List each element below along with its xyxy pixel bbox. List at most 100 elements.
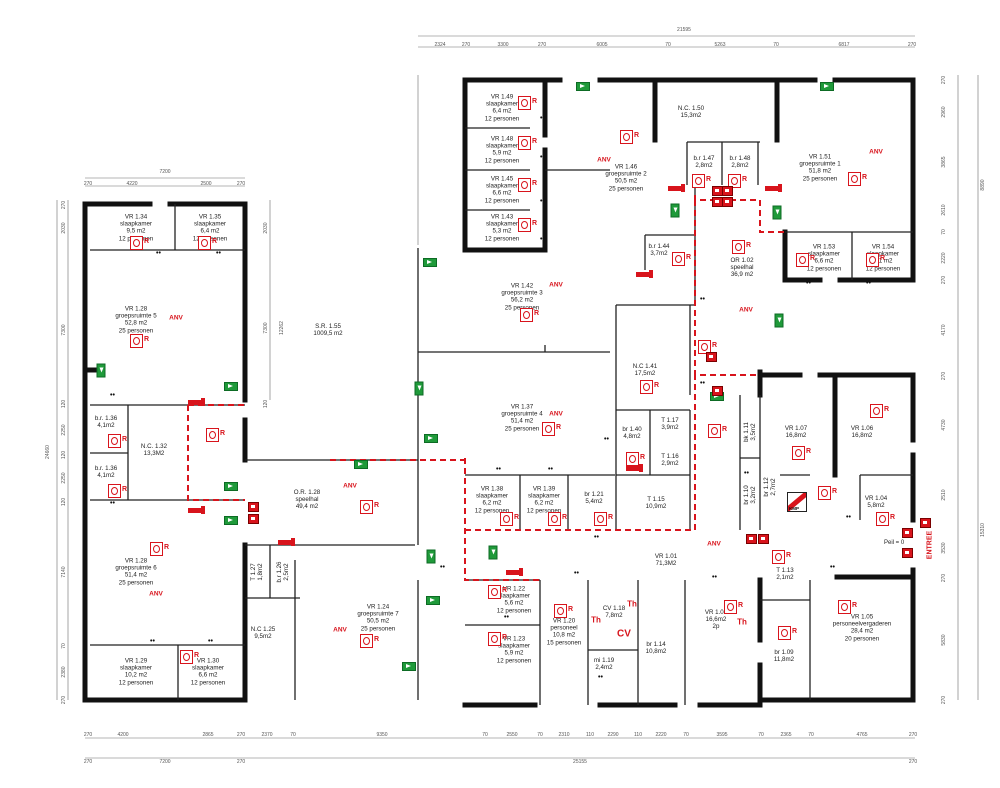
emergency-exit-sign <box>424 434 438 443</box>
smoke-detector-icon: •• <box>496 466 501 473</box>
room-code: T 1.13 <box>776 566 794 574</box>
emergency-exit-sign <box>488 545 498 560</box>
emergency-exit-sign <box>774 313 784 328</box>
room-detail: 16,6m2 <box>705 616 727 624</box>
room-detail: 51,4 m2 <box>124 572 148 579</box>
fire-hose-icon: R <box>778 626 797 640</box>
emergency-exit-sign <box>423 258 437 267</box>
room-detail: 6,4 m2 <box>200 228 220 235</box>
room-code: N.C 1.25 <box>250 625 276 633</box>
room-detail: 25 personen <box>608 185 644 193</box>
room-code: VR 1.45 <box>490 175 514 183</box>
dim-bottom-seg: 70 <box>683 732 689 738</box>
emergency-exit-sign <box>402 662 416 671</box>
room-detail: 6,4 m2 <box>492 108 512 115</box>
smoke-detector-icon: •• <box>110 500 115 507</box>
room-detail: 12 personen <box>484 197 520 205</box>
room-code: VR 1.23 <box>502 635 526 643</box>
dim-top-total: 21595 <box>677 27 691 33</box>
room-code: br 1.12 <box>762 477 770 497</box>
room-detail: groepsruimte 3 <box>501 289 543 297</box>
room-detail: 2,1m2 <box>776 574 794 581</box>
dim-right-total: 8890 <box>980 179 986 191</box>
room-code: b.r 1.26 <box>275 561 283 583</box>
smoke-detector-icon: •• <box>700 380 705 387</box>
dim-bottom-seg: 4200 <box>117 732 129 738</box>
fire-hose-icon: R <box>518 218 537 232</box>
fire-hose-icon: R <box>520 308 539 322</box>
fire-hose-icon: R <box>870 404 889 418</box>
fire-hose-icon: R <box>500 512 519 526</box>
dim-right-seg: 270 <box>941 695 947 705</box>
room-detail: 3,7m2 <box>650 250 668 257</box>
anv-marker: ANV <box>343 482 357 490</box>
room-code: T 1.27 <box>249 563 257 581</box>
room-detail: 71,3M2 <box>655 560 677 567</box>
room-code: VR 1.42 <box>510 282 534 290</box>
room-code: br 1.21 <box>584 490 604 498</box>
room-detail: slaapkamer <box>486 182 518 190</box>
fire-hose-icon: R <box>866 253 885 267</box>
fire-hose-icon: R <box>108 484 127 498</box>
room-code: VR 1.01 <box>654 552 678 560</box>
dim-top-seg: 6817 <box>838 42 850 48</box>
level-marker: Peil = 0 <box>884 540 905 546</box>
smoke-detector-icon: •• <box>604 436 609 443</box>
anv-marker: ANV <box>869 148 883 156</box>
room-code: VR 1.39 <box>532 485 556 493</box>
room-detail: 25 personen <box>504 425 540 433</box>
room-detail: 25 personen <box>802 175 838 183</box>
room-detail: 4,1m2 <box>97 422 115 429</box>
emergency-exit-sign <box>354 460 368 469</box>
fire-hose-icon: R <box>692 174 711 188</box>
fire-alarm-panel-icon <box>248 514 259 524</box>
fire-hose-icon: R <box>838 600 857 614</box>
room-code: VR 1.48 <box>490 135 514 143</box>
room-code: VR 1.51 <box>808 153 832 161</box>
dim-left-seg: 7300 <box>61 324 67 336</box>
room-detail: 12 personen <box>496 657 532 665</box>
room-detail: slaapkamer <box>498 592 530 600</box>
emergency-exit-sign <box>426 596 440 605</box>
dim-bottom-seg: 270 <box>83 732 93 738</box>
dim-right-seg: 270 <box>941 371 947 381</box>
smoke-detector-icon: •• <box>540 115 545 122</box>
room-code: VR 1.34 <box>124 213 148 221</box>
smoke-detector-icon: •• <box>208 638 213 645</box>
room-code: N.C. 1.50 <box>677 104 705 112</box>
dim-bottom-seg: 70 <box>482 732 488 738</box>
dim-top-seg: 270 <box>461 42 471 48</box>
fire-extinguisher-icon <box>278 538 295 546</box>
fire-alarm-panel-icon <box>722 186 733 196</box>
dim-bottom-seg: 70 <box>290 732 296 738</box>
room-detail: 12 personen <box>496 607 532 615</box>
room-code: VR 1.08 <box>704 609 728 617</box>
emergency-exit-sign <box>820 82 834 91</box>
smoke-detector-icon: •• <box>594 534 599 541</box>
room-code: VR 1.43 <box>490 213 514 221</box>
emergency-exit-sign <box>426 549 436 564</box>
room-detail: slaapkamer <box>476 492 508 500</box>
room-code: VR 1.06 <box>850 424 874 432</box>
dim-top-seg: 70 <box>665 42 671 48</box>
fire-hose-icon: R <box>554 604 573 618</box>
